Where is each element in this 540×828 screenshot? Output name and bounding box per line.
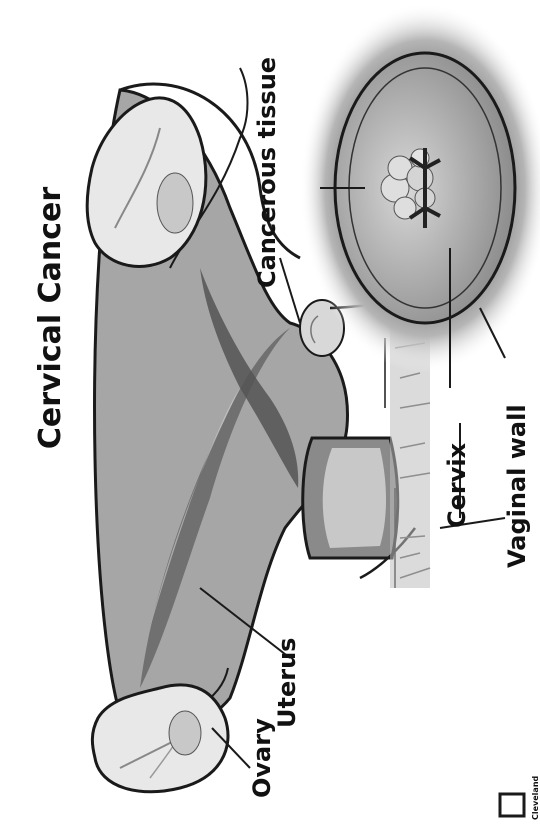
label-vaginal-wall: Vaginal wall xyxy=(503,404,531,568)
cleveland-logo: Cleveland xyxy=(500,775,540,820)
label-ovary: Ovary xyxy=(248,718,276,798)
logo-text: Cleveland xyxy=(531,775,540,820)
label-cancerous-tissue: Cancerous tissue xyxy=(253,57,281,288)
left-ovary xyxy=(92,685,228,792)
label-uterus: Uterus xyxy=(273,638,301,728)
right-ovary xyxy=(87,98,206,267)
diagram-title: Cervical Cancer xyxy=(33,187,68,450)
label-cervix: Cervix xyxy=(443,442,471,528)
